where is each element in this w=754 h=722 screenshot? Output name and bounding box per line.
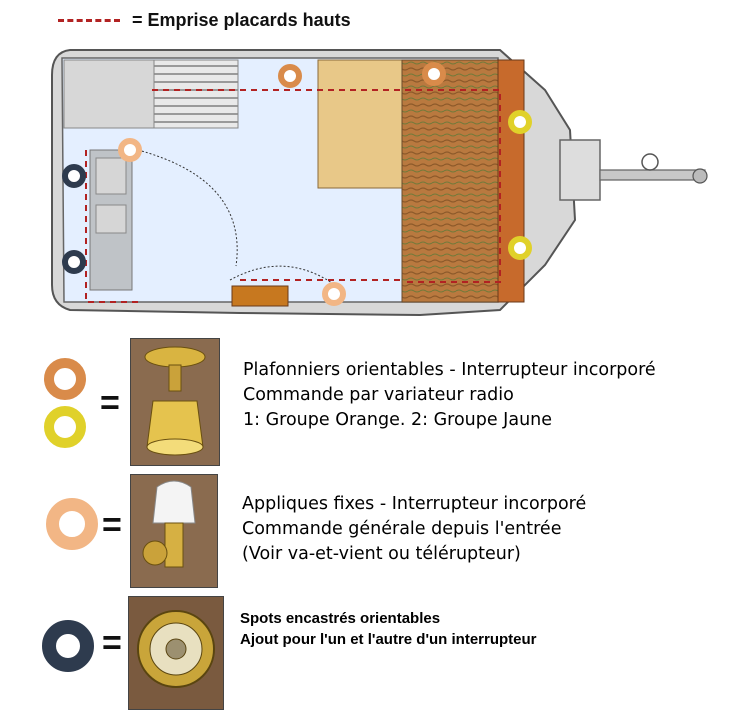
dark-ring-icon [42,620,94,672]
cupboard-legend: = Emprise placards hauts [58,10,351,31]
legend-row-wall: = Appliques fixes - Interrupteur incorpo… [0,472,754,590]
spotlight-photo [128,596,224,710]
jockey-wheel [641,153,659,171]
front-seating [401,59,499,303]
ceiling-line-2: Commande par variateur radio [243,385,514,405]
equals-sign: = [100,384,120,422]
brass-spotlight-icon [144,346,206,456]
ceiling-light-description: Plafonniers orientables - Interrupteur i… [243,358,656,433]
wall-line-2: Commande générale depuis l'entrée [242,519,562,539]
recessed-spot-icon [137,610,215,688]
wall-light-description: Appliques fixes - Interrupteur incorporé… [242,492,586,567]
bed-cushion [317,59,403,189]
spotlight-description: Spots encastrés orientables Ajout pour l… [240,608,537,650]
ceiling-line-1: Plafonniers orientables - Interrupteur i… [243,360,656,380]
legend-row-spot: = Spots encastrés orientables Ajout pour… [0,594,754,712]
equals-sign: = [102,506,122,544]
wall-lamp-icon [142,480,196,568]
spot-line-1: Spots encastrés orientables [240,610,441,627]
equals-sign: = [102,624,122,662]
cupboard-outline-front [152,89,501,283]
tow-ball [692,168,708,184]
wall-light-kitchen [118,138,142,162]
entry-swing-arc [229,265,336,286]
spotlight-1 [62,164,86,188]
wall-light-photo [130,474,218,588]
entry-step [231,285,289,307]
plan-lights [62,62,532,306]
yellow-ceiling-light-2 [508,236,532,260]
fridge-grille [153,59,239,129]
ceiling-light-photo [130,338,220,466]
legend-row-ceiling: = Plafonniers orientables - Interrupteur… [0,336,754,468]
yellow-ceiling-light-1 [508,110,532,134]
drawbar [599,169,706,181]
wall-line-3: (Voir va-et-vient ou télérupteur) [242,544,521,564]
front-cabinet [497,59,525,303]
coupling-housing [559,139,601,201]
kitchen-counter [63,59,155,129]
legend-label: = Emprise placards hauts [132,10,351,30]
ceiling-line-3: 1: Groupe Orange. 2: Groupe Jaune [243,410,553,430]
wall-line-1: Appliques fixes - Interrupteur incorporé [242,494,587,514]
sink [95,204,127,234]
spot-line-2: Ajout pour l'un et l'autre d'un interrup… [240,631,537,648]
wall-light-entry [322,282,346,306]
cream-ring-icon [46,498,98,550]
caravan-floor-plan [51,49,708,317]
orange-ring-icon [44,358,86,400]
orange-ceiling-light-2 [422,62,446,86]
door-swing-arc [137,149,238,267]
spotlight-2 [62,250,86,274]
orange-ceiling-light-1 [278,64,302,88]
yellow-ring-icon [44,406,86,448]
hob [95,157,127,195]
dashed-line-sample [58,19,120,22]
